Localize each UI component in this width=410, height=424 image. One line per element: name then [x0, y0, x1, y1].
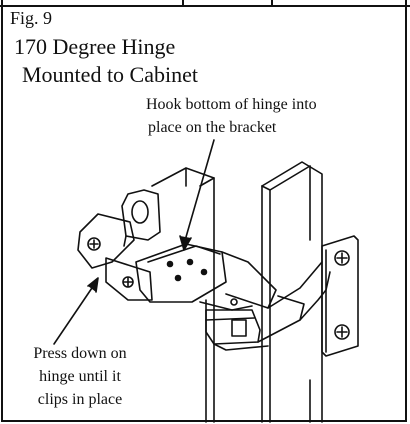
hook-callout-arrow	[179, 139, 215, 251]
press-callout-line-2: hinge until it	[39, 368, 121, 385]
hook-callout-line-2: place on the bracket	[148, 119, 277, 136]
hinge-arm	[77, 213, 277, 311]
mounting-plate	[321, 235, 359, 357]
press-callout-arrow	[53, 277, 99, 345]
figure-number: Fig. 9	[10, 8, 53, 28]
figure-title-line-2: Mounted to Cabinet	[22, 62, 198, 87]
press-callout-line-1: Press down on	[33, 345, 127, 362]
hinge-clip	[231, 319, 247, 337]
top-divider-tick	[271, 0, 273, 7]
figure-title-line-1: 170 Degree Hinge	[14, 34, 176, 59]
hook-callout-line-1: Hook bottom of hinge into	[146, 96, 317, 113]
press-callout-line-3: clips in place	[37, 391, 123, 408]
hinge-cup	[205, 261, 331, 351]
bracket-tab	[121, 189, 161, 247]
top-divider-tick	[182, 0, 184, 7]
cabinet-door	[261, 161, 323, 423]
top-border	[0, 0, 410, 8]
top-rule	[0, 5, 410, 7]
